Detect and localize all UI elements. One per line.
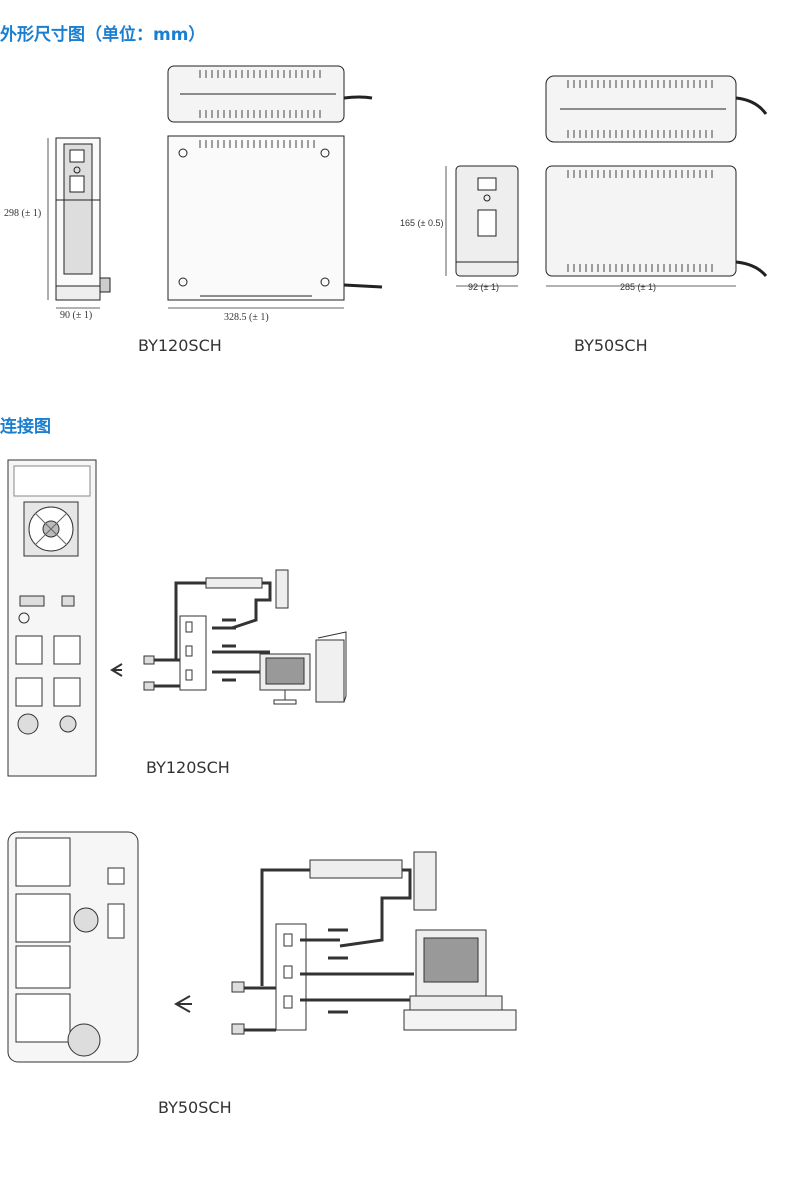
by120-dimension-model-label: BY120SCH: [138, 336, 222, 355]
dimensions-heading: 外形尺寸图（单位：mm）: [0, 25, 206, 45]
by50-width-label: 92 (± 1): [468, 282, 499, 292]
connection-heading: 连接图: [0, 417, 51, 437]
dimension-drawings: 298 (± 1) 328.5 (± 1) 90 (± 1) 165 (± 0.…: [4, 65, 768, 323]
by120-connection-model-label: BY120SCH: [146, 758, 230, 777]
by120-front-view: [55, 137, 111, 301]
by120-side-view: [167, 135, 383, 301]
by50-connection-graphic: [173, 851, 517, 1035]
by50-dimension-model-label: BY50SCH: [574, 336, 648, 355]
by120-depth-label: 328.5 (± 1): [224, 312, 269, 323]
by120-width-label: 90 (± 1): [60, 310, 92, 321]
by50-height-label: 165 (± 0.5): [400, 218, 443, 228]
by50-depth-label: 285 (± 1): [620, 282, 656, 292]
by50-connection-model-label: BY50SCH: [158, 1098, 232, 1117]
by120-top-view: [167, 65, 373, 123]
by50-side-view: [545, 165, 768, 278]
by120-height-label: 298 (± 1): [4, 208, 41, 219]
by120-connection-graphic: [110, 569, 347, 705]
by120-rear-panel: [7, 459, 97, 777]
by50-top-view: [545, 75, 768, 143]
by50-front-view: [455, 165, 519, 277]
by50-rear-panel: [7, 831, 139, 1063]
